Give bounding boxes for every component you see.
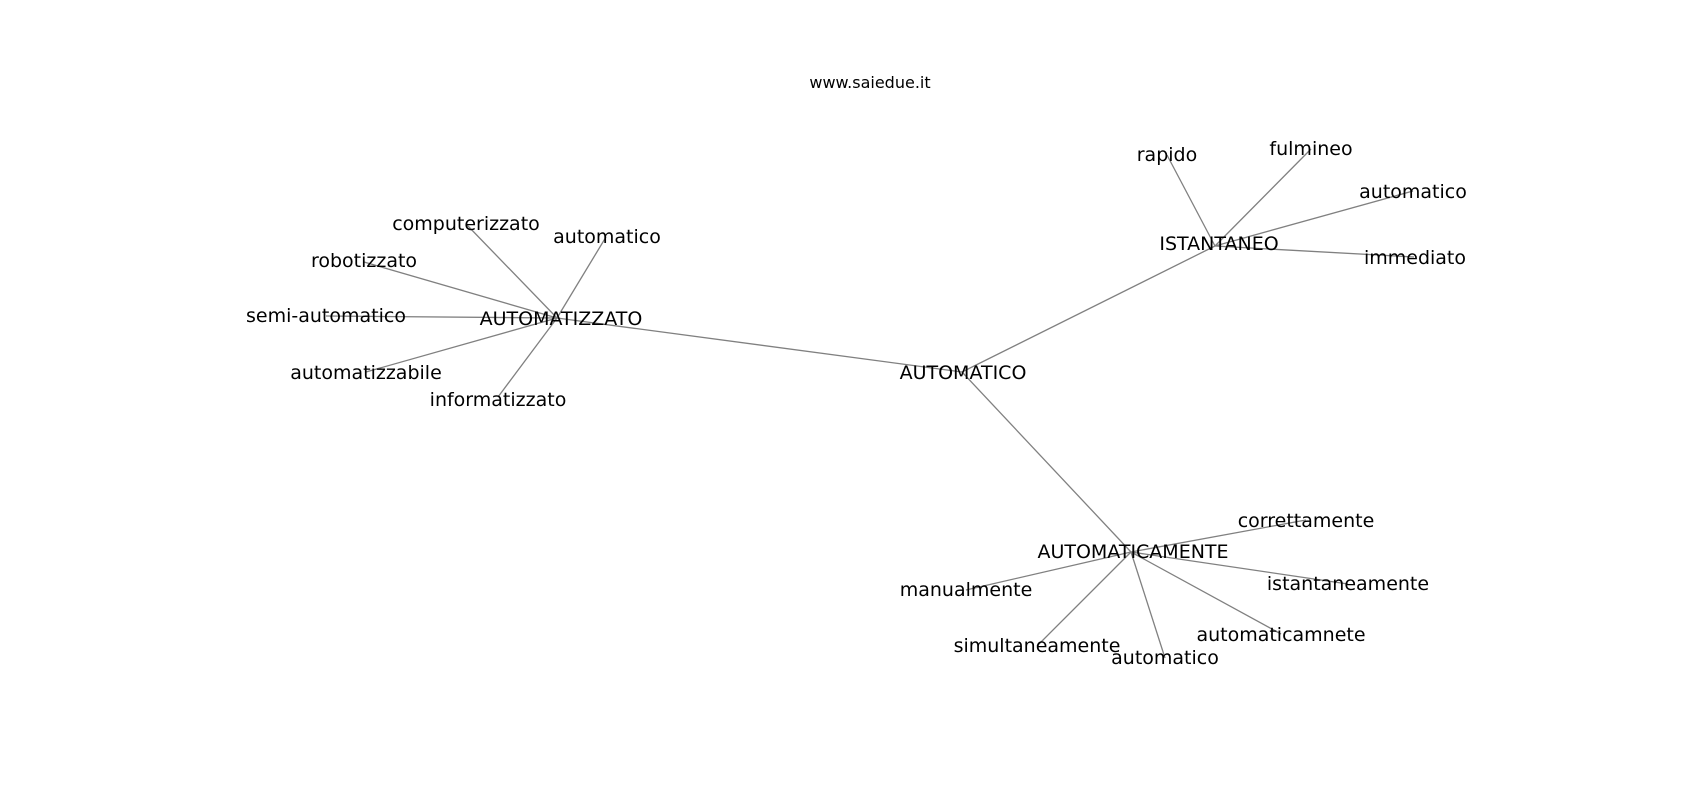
edge-root-istantaneo bbox=[961, 245, 1216, 373]
node-computerizzato: computerizzato bbox=[392, 213, 540, 235]
node-automatico-1: automatico bbox=[553, 226, 661, 248]
edge-automatizzato-robotizzato bbox=[363, 261, 558, 319]
edge-root-automatizzato bbox=[556, 317, 963, 373]
node-automatico-2: automatico bbox=[1359, 181, 1467, 203]
node-automaticamente: AUTOMATICAMENTE bbox=[1037, 541, 1228, 563]
edge-automatizzato-automatizzabile bbox=[365, 317, 558, 373]
edge-istantaneo-fulmineo bbox=[1214, 148, 1312, 247]
edge-automatizzato-computerizzato bbox=[466, 224, 558, 319]
node-automatizzabile: automatizzabile bbox=[290, 362, 442, 384]
edge-automaticamente-automatico bbox=[1130, 551, 1166, 659]
node-rapido: rapido bbox=[1137, 144, 1197, 166]
watermark: www.saiedue.it bbox=[809, 73, 930, 92]
nodes: AUTOMATICO AUTOMATIZZATO ISTANTANEO AUTO… bbox=[246, 138, 1467, 669]
edge-istantaneo-automatico bbox=[1214, 190, 1414, 247]
node-robotizzato: robotizzato bbox=[311, 250, 417, 272]
edge-automaticamente-automaticamnete bbox=[1130, 551, 1282, 635]
edge-automaticamente-istantaneamente bbox=[1130, 551, 1349, 585]
node-semi-automatico: semi-automatico bbox=[246, 305, 406, 327]
node-automatizzato: AUTOMATIZZATO bbox=[480, 308, 643, 330]
node-correttamente: correttamente bbox=[1238, 510, 1375, 532]
edge-automaticamente-simultaneamente bbox=[1036, 551, 1132, 647]
edge-root-automaticamente bbox=[961, 371, 1132, 553]
edge-istantaneo-rapido bbox=[1166, 154, 1216, 247]
edge-automatizzato-automatico bbox=[556, 236, 607, 319]
node-istantaneo: ISTANTANEO bbox=[1159, 233, 1278, 255]
node-automatico-3: automatico bbox=[1111, 647, 1219, 669]
node-automatico-root: AUTOMATICO bbox=[900, 362, 1027, 384]
edge-automatizzato-informatizzato bbox=[497, 317, 558, 398]
node-automaticamnete: automaticamnete bbox=[1196, 624, 1365, 646]
node-informatizzato: informatizzato bbox=[430, 389, 567, 411]
node-fulmineo: fulmineo bbox=[1269, 138, 1352, 160]
edge-automaticamente-correttamente bbox=[1130, 519, 1307, 553]
edge-istantaneo-immediato bbox=[1214, 245, 1415, 258]
node-immediato: immediato bbox=[1364, 247, 1466, 269]
edge-automatizzato-semi-automatico bbox=[325, 315, 558, 319]
node-istantaneamente: istantaneamente bbox=[1267, 573, 1429, 595]
node-manualmente: manualmente bbox=[900, 579, 1033, 601]
edge-automaticamente-manualmente bbox=[965, 551, 1132, 591]
node-simultaneamente: simultaneamente bbox=[954, 635, 1121, 657]
edges bbox=[325, 148, 1415, 659]
